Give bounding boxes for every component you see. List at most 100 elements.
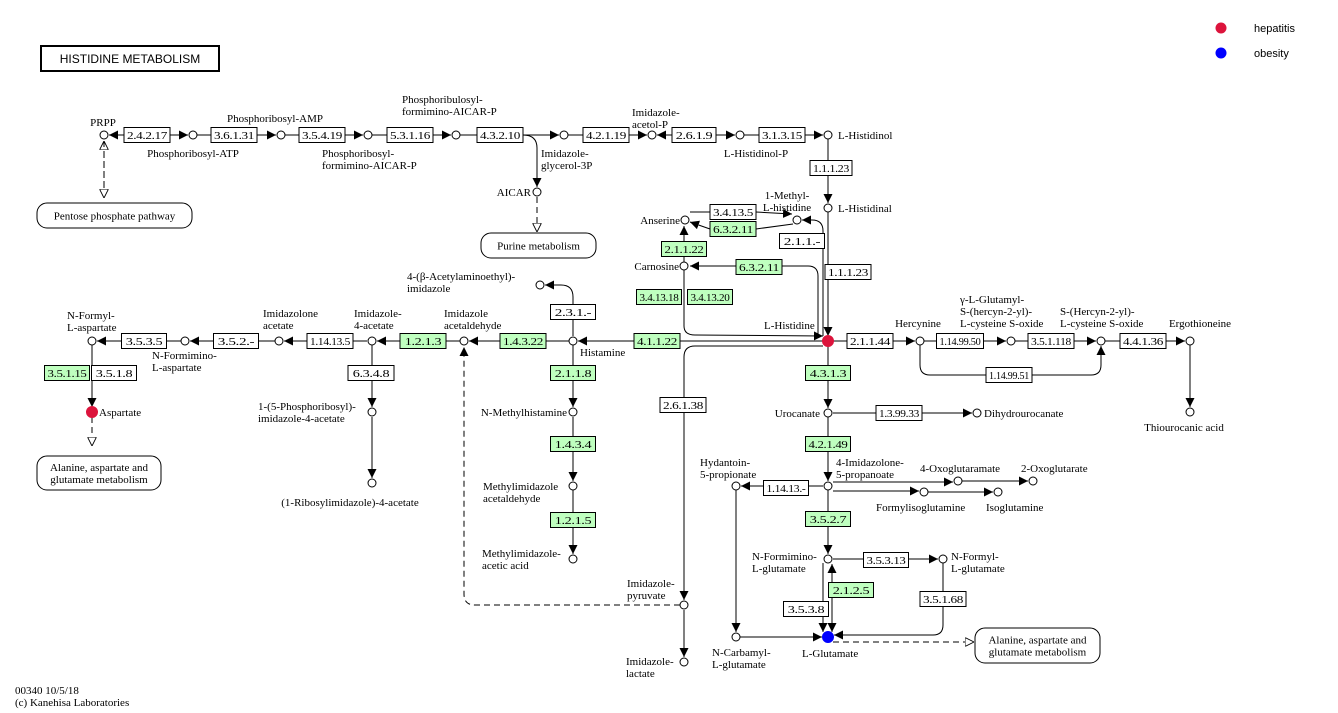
enzyme-1-14-99-50[interactable]: 1.14.99.50: [936, 333, 984, 349]
compound-aicar[interactable]: AICAR: [497, 187, 542, 199]
compound-node[interactable]: [1185, 336, 1195, 346]
enzyme-2-1-2-5[interactable]: 2.1.2.5: [828, 582, 874, 598]
compound-isoglutamine[interactable]: Isoglutamine: [986, 487, 1044, 514]
title-box[interactable]: HISTIDINE METABOLISM: [40, 45, 220, 72]
compound-hercynine[interactable]: Hercynine: [895, 318, 941, 346]
enzyme-3-4-13-18[interactable]: 3.4.13.18: [636, 289, 682, 305]
compound-node[interactable]: [459, 336, 469, 346]
compound-node[interactable]: [367, 478, 377, 488]
compound-node[interactable]: [679, 261, 689, 271]
compound-node[interactable]: [568, 336, 578, 346]
compound-node[interactable]: [953, 476, 963, 486]
compound-node[interactable]: [919, 487, 929, 497]
compound-methylimid-acetic[interactable]: Methylimidazole-acetic acid: [482, 548, 578, 572]
compound-gg-hercyn[interactable]: γ-L-Glutamyl-S-(hercyn-2-yl)-L-cysteine …: [959, 294, 1044, 346]
compound-dihydrourocanate[interactable]: Dihydrourocanate: [972, 408, 1064, 420]
compound-node[interactable]: [735, 130, 745, 140]
compound-node[interactable]: [822, 631, 834, 643]
compound-acetylaminoethyl[interactable]: 4-(β-Acetylaminoethyl)-imidazole: [407, 271, 545, 295]
compound-node[interactable]: [568, 554, 578, 564]
compound-thiourocanic[interactable]: Thiourocanic acid: [1144, 407, 1224, 434]
compound-imidazolone-prop[interactable]: 4-Imidazolone-5-propanoate: [823, 457, 904, 491]
compound-ncarbamyl-glu[interactable]: N-Carbamyl-L-glutamate: [712, 632, 771, 671]
enzyme-4-2-1-49[interactable]: 4.2.1.49: [805, 436, 851, 452]
compound-node[interactable]: [451, 130, 461, 140]
compound-node[interactable]: [568, 407, 578, 417]
compound-urocanate[interactable]: Urocanate: [775, 408, 833, 420]
compound-node[interactable]: [993, 487, 1003, 497]
compound-histidinal[interactable]: L-Histidinal: [823, 203, 892, 215]
compound-nformimino-glu[interactable]: N-Formimino-L-glutamate: [752, 551, 833, 575]
compound-methylhis[interactable]: 1-Methyl-L-histidine: [763, 190, 811, 225]
compound-ergothioneine[interactable]: Ergothioneine: [1169, 318, 1231, 346]
enzyme-3-5-2-7[interactable]: 3.5.2.7: [805, 511, 851, 527]
compound-pr-imid-acetate[interactable]: 1-(5-Phosphoribosyl)-imidazole-4-acetate: [258, 401, 377, 425]
compound-node[interactable]: [823, 554, 833, 564]
compound-nformyl-asp[interactable]: N-Formyl-L-aspartate: [67, 310, 117, 346]
compound-aspartate[interactable]: Aspartate: [86, 406, 142, 420]
compound-nformimino-asp[interactable]: N-Formimino-L-aspartate: [152, 336, 217, 374]
enzyme-2-1-1-22[interactable]: 2.1.1.22: [661, 241, 707, 257]
enzyme-4-3-1-3[interactable]: 4.3.1.3: [805, 365, 851, 381]
compound-node[interactable]: [363, 130, 373, 140]
enzyme-4-3-2-10[interactable]: 4.3.2.10: [476, 127, 524, 143]
compound-node[interactable]: [367, 407, 377, 417]
compound-node[interactable]: [180, 336, 190, 346]
compound-node[interactable]: [276, 130, 286, 140]
enzyme-1-4-3-22[interactable]: 1.4.3.22: [499, 333, 547, 349]
compound-oxoglutaramate[interactable]: 4-Oxoglutaramate: [920, 463, 1000, 486]
enzyme-1-14-13--x[interactable]: 1.14.13.-: [763, 480, 809, 496]
compound-node[interactable]: [731, 632, 741, 642]
enzyme-1-2-1-3[interactable]: 1.2.1.3: [399, 333, 447, 349]
enzyme-2-1-1--x[interactable]: 2.1.1.-: [779, 233, 825, 249]
compound-prfar[interactable]: Phosphoribulosyl-formimino-AICAR-P: [402, 94, 497, 140]
compound-node[interactable]: [972, 408, 982, 418]
compound-node[interactable]: [535, 280, 545, 290]
enzyme-3-5-3-5[interactable]: 3.5.3.5: [121, 333, 167, 349]
enzyme-3-4-13-5[interactable]: 3.4.13.5: [709, 204, 757, 220]
enzyme-1-1-1-23[interactable]: 1.1.1.23: [824, 264, 872, 280]
enzyme-3-5-3-8[interactable]: 3.5.3.8: [783, 601, 829, 617]
enzyme-2-1-1-8[interactable]: 2.1.1.8: [550, 365, 596, 381]
compound-nformyl-glu[interactable]: N-Formyl-L-glutamate: [938, 551, 1005, 575]
compound-node[interactable]: [568, 481, 578, 491]
compound-node[interactable]: [792, 215, 802, 225]
compound-nmethylhistamine[interactable]: N-Methylhistamine: [481, 407, 578, 419]
compound-node[interactable]: [822, 335, 834, 347]
enzyme-6-3-4-8[interactable]: 6.3.4.8: [347, 365, 395, 381]
enzyme-1-1-1-23[interactable]: 1.1.1.23: [809, 160, 853, 176]
enzyme-1-2-1-5[interactable]: 1.2.1.5: [550, 512, 596, 528]
enzyme-3-5-1-118[interactable]: 3.5.1.118: [1027, 333, 1075, 349]
compound-pr-atp[interactable]: Phosphoribosyl-ATP: [147, 130, 239, 160]
compound-carnosine[interactable]: Carnosine: [634, 261, 689, 273]
compound-node[interactable]: [367, 336, 377, 346]
enzyme-2-1-1-44[interactable]: 2.1.1.44: [846, 333, 894, 349]
compound-histidinol-p[interactable]: L-Histidinol-P: [724, 130, 788, 160]
compound-imid-lactate[interactable]: Imidazole-lactate: [626, 656, 689, 680]
compound-node[interactable]: [87, 336, 97, 346]
compound-histidinol[interactable]: L-Histidinol: [823, 130, 892, 142]
enzyme-4-2-1-19[interactable]: 4.2.1.19: [582, 127, 630, 143]
compound-imid4acetate[interactable]: Imidazole-4-acetate: [354, 308, 402, 346]
compound-pr-faicar[interactable]: Phosphoribosyl-formimino-AICAR-P: [322, 130, 417, 172]
enzyme-2-3-1--x[interactable]: 2.3.1.-: [550, 304, 596, 320]
enzyme-2-6-1-38[interactable]: 2.6.1.38: [659, 397, 707, 413]
compound-node[interactable]: [532, 187, 542, 197]
compound-node[interactable]: [823, 481, 833, 491]
compound-pr-amp[interactable]: Phosphoribosyl-AMP: [227, 113, 323, 140]
compound-node[interactable]: [823, 130, 833, 140]
compound-igp[interactable]: Imidazole-glycerol-3P: [541, 130, 592, 172]
enzyme-3-6-1-31[interactable]: 3.6.1.31: [210, 127, 258, 143]
compound-formylisoglutamine[interactable]: Formylisoglutamine: [876, 487, 965, 514]
compound-node[interactable]: [1096, 336, 1106, 346]
compound-node[interactable]: [188, 130, 198, 140]
compound-node[interactable]: [680, 215, 690, 225]
compound-hydantoin[interactable]: Hydantoin-5-propionate: [700, 457, 756, 491]
compound-node[interactable]: [647, 130, 657, 140]
compound-glutamate[interactable]: L-Glutamate: [802, 631, 858, 661]
enzyme-3-5-1-68[interactable]: 3.5.1.68: [919, 591, 967, 607]
compound-node[interactable]: [99, 130, 109, 140]
